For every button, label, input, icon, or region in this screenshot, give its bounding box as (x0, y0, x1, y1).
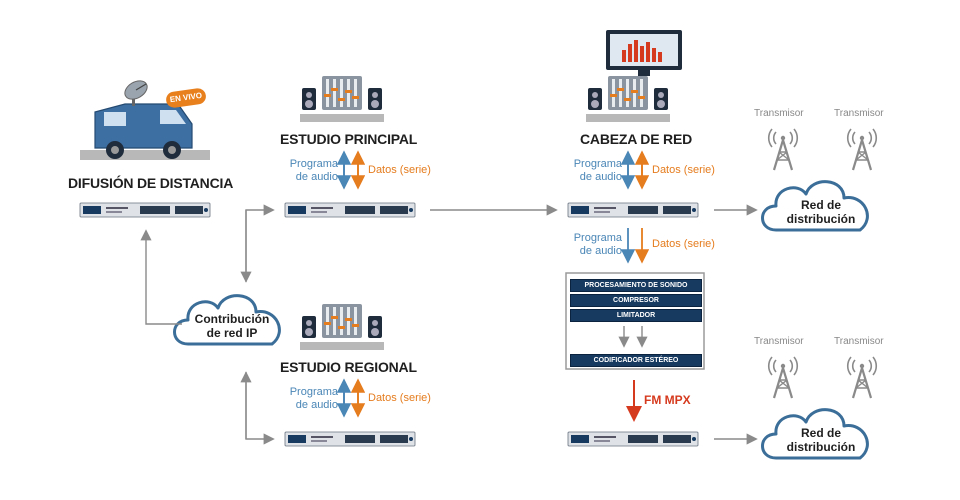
regional-studio-title: ESTUDIO REGIONAL (280, 359, 417, 375)
transmitter-icon (767, 355, 799, 400)
serial-data-label-processing: Datos (serie) (652, 238, 715, 250)
headend-title: CABEZA DE RED (580, 131, 692, 147)
serial-data-label-regional: Datos (serie) (368, 392, 431, 404)
signal-arrows (336, 150, 650, 422)
serial-data-label-main: Datos (serie) (368, 164, 431, 176)
headend-studio-icon (586, 74, 670, 124)
transmitter-icon (767, 127, 799, 172)
limiter-block: LIMITADOR (570, 309, 702, 322)
transmitter-icon (846, 355, 878, 400)
remote-codec-unit (79, 202, 211, 218)
fm-mpx-codec-unit (567, 431, 699, 447)
sound-processing-block: PROCESAMIENTO DE SONIDO (570, 279, 702, 292)
fm-mpx-label: FM MPX (644, 393, 691, 407)
compressor-block: COMPRESOR (570, 294, 702, 307)
connectors (140, 204, 758, 445)
transmitter-label: Transmisor (834, 336, 884, 347)
transmitter-icon (846, 127, 878, 172)
main-studio-codec-unit (284, 202, 416, 218)
transmitter-label: Transmisor (754, 336, 804, 347)
regional-studio-codec-unit (284, 431, 416, 447)
transmitter-label: Transmisor (834, 108, 884, 119)
remote-broadcast-title: DIFUSIÓN DE DISTANCIA (68, 175, 234, 191)
main-studio-icon (300, 74, 384, 124)
headend-monitor-icon (606, 30, 682, 76)
main-studio-title: ESTUDIO PRINCIPAL (280, 131, 418, 147)
transmitter-label: Transmisor (754, 108, 804, 119)
serial-data-label-headend: Datos (serie) (652, 164, 715, 176)
remote-broadcast-van (80, 80, 210, 160)
headend-codec-unit (567, 202, 699, 218)
regional-studio-icon (300, 302, 384, 352)
stereo-encoder-block: CODIFICADOR ESTÉREO (570, 354, 702, 367)
